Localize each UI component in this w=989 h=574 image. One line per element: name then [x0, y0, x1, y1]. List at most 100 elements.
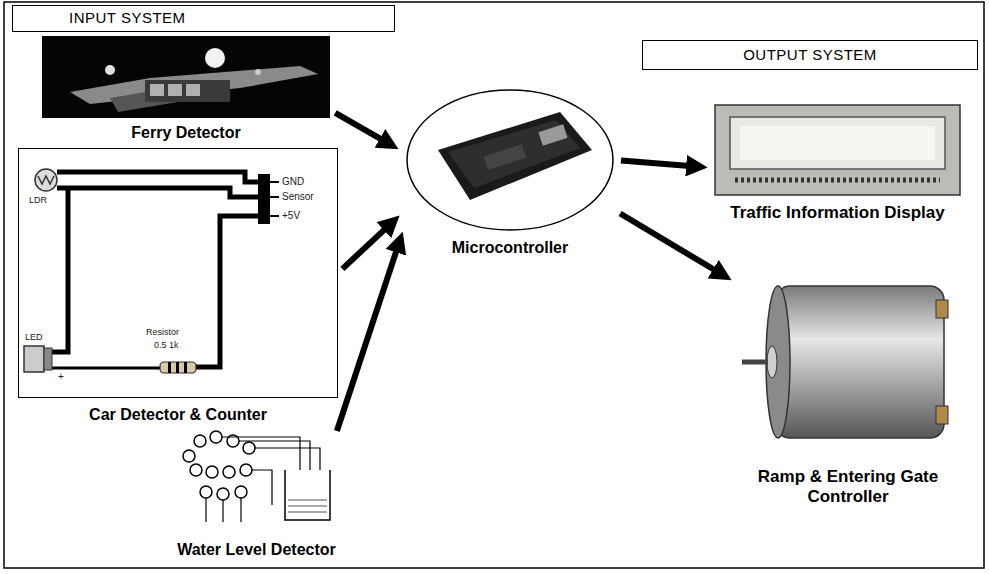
terminal-circle [243, 442, 255, 454]
part-label: Resistor [146, 328, 179, 338]
ellipse-outline [405, 88, 615, 232]
lcd-display [730, 117, 945, 169]
lcd-display [740, 126, 935, 160]
dc-motor [742, 286, 948, 438]
ferry-photo [42, 36, 330, 118]
microcontroller-board [438, 112, 592, 200]
dc-motor [766, 286, 790, 438]
terminal-circle [200, 486, 212, 498]
led-symbol [44, 348, 52, 370]
ferry-photo [205, 48, 225, 68]
flow-arrow [342, 221, 393, 269]
ferry-photo [168, 84, 182, 96]
caption: Water Level Detector [137, 540, 377, 559]
outer-frame [4, 2, 984, 568]
caption: Ferry Detector [56, 123, 316, 142]
part-label: Sensor [282, 191, 314, 202]
ferry-photo [255, 69, 261, 75]
header-text: INPUT SYSTEM [13, 6, 394, 30]
water-tank [288, 500, 327, 512]
caption: Car Detector & Counter [28, 405, 328, 424]
dc-motor [936, 406, 948, 424]
resistor-symbol [168, 362, 171, 373]
ferry-photo [70, 66, 318, 104]
terminal-circle [217, 488, 229, 500]
terminal-circle [194, 435, 206, 447]
terminal-circle [240, 464, 252, 476]
led-symbol [24, 346, 44, 372]
wire [239, 441, 310, 470]
header-text: OUTPUT SYSTEM [643, 41, 977, 68]
wire [52, 172, 279, 368]
microcontroller-board [448, 120, 580, 188]
wire [196, 216, 258, 367]
lcd-display [715, 105, 960, 195]
resistor-symbol [160, 362, 196, 373]
part-label: LED [25, 333, 43, 343]
water-tank [285, 470, 330, 520]
terminal-circle [223, 466, 235, 478]
terminal-circle [206, 466, 218, 478]
caption: Microcontroller [400, 238, 620, 257]
water-level-sketch [183, 431, 330, 522]
lcd-display [735, 178, 940, 183]
ldr-symbol [35, 169, 57, 191]
wire [206, 437, 320, 522]
wire [255, 448, 320, 470]
resistor-symbol [184, 362, 187, 373]
image-node: Traffic Information Display [715, 105, 960, 195]
image-node: Ramp & Entering Gate Controller [738, 265, 958, 455]
image-node: Water Level Detector [178, 428, 335, 536]
wire [52, 188, 68, 352]
ferry-photo [42, 36, 330, 118]
section-header: OUTPUT SYSTEM [642, 40, 978, 70]
ferry-photo [186, 84, 200, 96]
microcontroller-board [438, 112, 592, 200]
terminal-circle [183, 450, 195, 462]
caption: Traffic Information Display [723, 203, 953, 223]
part-label: +5V [282, 210, 300, 221]
ferry-photo [145, 80, 230, 102]
wire [205, 498, 206, 522]
terminal-circle [235, 486, 247, 498]
section-header: INPUT SYSTEM [12, 5, 395, 32]
resistor-symbol [160, 362, 196, 373]
terminal-circle [210, 431, 222, 443]
wire [57, 188, 258, 197]
flow-arrow [337, 240, 400, 431]
car-circuit [24, 169, 279, 373]
led-symbol [24, 346, 52, 372]
wire [270, 182, 279, 216]
resistor-symbol [176, 362, 179, 373]
microcontroller-board [538, 124, 567, 145]
water-tank [285, 470, 330, 520]
part-label: LDR [29, 196, 47, 206]
dc-motor [776, 286, 944, 438]
wire [240, 498, 241, 522]
wire [222, 437, 300, 470]
wire [222, 500, 223, 522]
pin-header [258, 174, 270, 224]
ellipse-node: Microcontroller [405, 88, 615, 232]
dc-motor [936, 300, 948, 318]
microcontroller-board [484, 144, 526, 170]
caption: Ramp & Entering Gate Controller [728, 467, 968, 508]
terminal-circle [190, 464, 202, 476]
flow-arrow [620, 213, 724, 275]
wire [252, 470, 272, 505]
wire [52, 367, 160, 370]
lcd-display [715, 105, 960, 195]
ldr-symbol [38, 176, 54, 184]
part-label: + [58, 371, 64, 382]
dc-motor [742, 360, 768, 365]
flow-arrow [335, 113, 391, 145]
part-label: 0.5 1k [154, 341, 179, 351]
dc-motor [767, 346, 777, 378]
pin-header [258, 174, 270, 224]
outer-frame [4, 2, 984, 568]
ldr-symbol [35, 169, 57, 191]
wire [57, 172, 258, 182]
ellipse-outline [407, 90, 613, 230]
ferry-photo [105, 65, 115, 75]
